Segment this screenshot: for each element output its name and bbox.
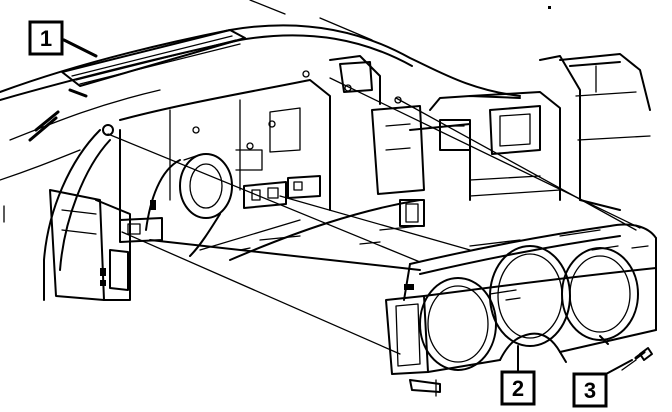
right-gauge xyxy=(561,247,639,341)
dashboard-top xyxy=(0,0,551,181)
callout-1: 1 xyxy=(28,20,64,56)
cavity-floor xyxy=(149,199,421,271)
instrument-cluster xyxy=(385,223,657,397)
door-frame xyxy=(539,53,651,211)
callout-1-leader xyxy=(62,38,98,58)
callout-3-leader xyxy=(605,359,633,375)
defroster-vent xyxy=(61,29,246,98)
callout-2-label: 2 xyxy=(512,376,524,401)
cluster-screw xyxy=(621,347,653,371)
center-gauge-speedometer xyxy=(489,245,571,347)
left-dash-panel xyxy=(3,110,131,301)
duct-tube xyxy=(145,153,233,257)
alignment-lines xyxy=(107,77,641,355)
callout-3-label: 3 xyxy=(584,378,596,403)
cavity-connectors xyxy=(119,175,321,243)
callout-3: 3 xyxy=(572,372,608,408)
callout-1-label: 1 xyxy=(40,26,52,51)
cavity-back-wall xyxy=(102,79,331,241)
callout-2: 2 xyxy=(500,370,536,406)
right-dash-structure xyxy=(302,55,561,227)
